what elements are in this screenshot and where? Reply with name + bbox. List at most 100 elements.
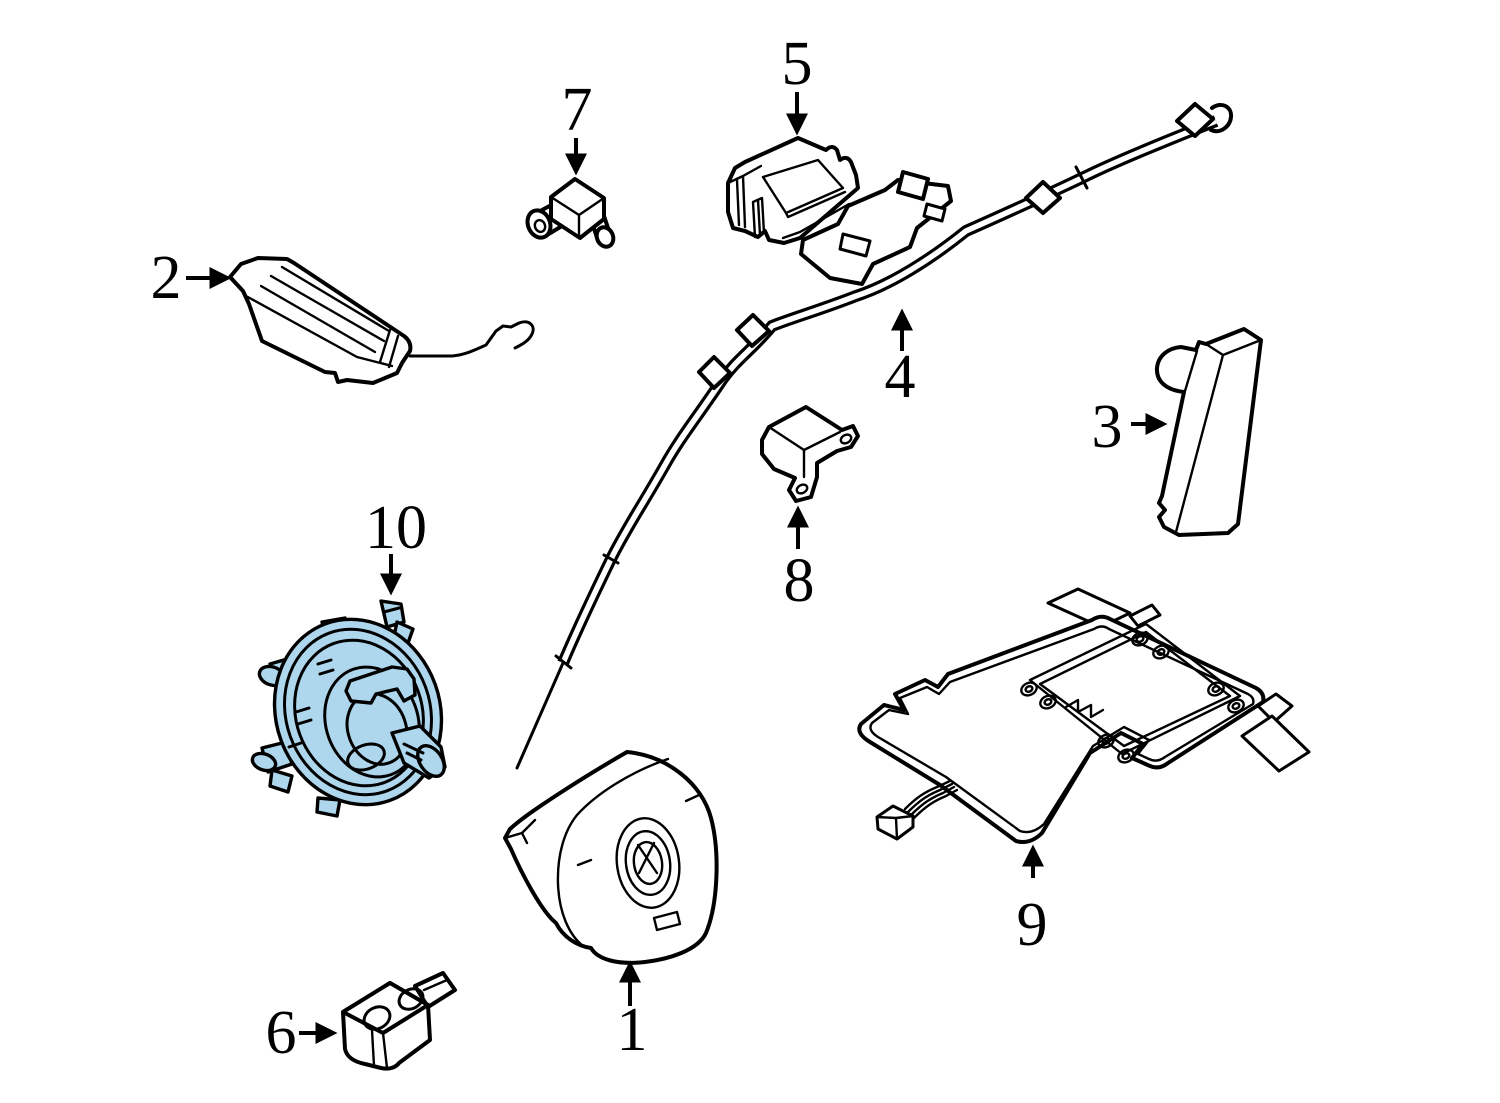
clockspring-rotor [344,665,417,705]
mat-tab [1240,714,1311,773]
rim-tick [316,658,333,666]
rim-tick [287,741,303,749]
module-edge [741,164,763,178]
callout-9-label[interactable]: 9 [1017,891,1048,959]
callout-2[interactable]: 2 [151,244,232,312]
rail-mount-clip [1024,180,1062,215]
callout-7[interactable]: 7 [562,76,593,176]
callouts: 1 2 3 4 5 6 7 8 [151,30,1168,1067]
mat-wire-harness [875,779,959,841]
part-front-impact-sensor[interactable] [524,177,617,249]
rail-mount-clip [697,355,732,390]
callout-1[interactable]: 1 [617,960,648,1064]
part-airbag-control-module[interactable] [726,136,860,245]
part-passenger-airbag[interactable] [228,256,535,385]
housing-fold [520,831,529,845]
grommet [1131,631,1149,647]
sensor-housing [549,177,606,240]
rail-end-hook [1209,103,1234,134]
sensor-seam [381,1031,389,1070]
wire-strand [909,785,956,817]
mat-sensor-panel-inner [1038,630,1232,748]
sensor-port [362,1005,392,1031]
rail-bracket-notch [922,202,947,223]
part-clockspring[interactable] [249,596,467,829]
rim-tick [296,718,313,726]
callout-8[interactable]: 8 [784,505,815,615]
grommet [1231,702,1241,710]
emblem-mid-ring [624,829,672,897]
grommet [1117,748,1135,764]
side-airbag-tab-line [1183,349,1199,393]
module-housing [726,136,860,245]
module-leg-line [756,198,762,237]
callout-6-label[interactable]: 6 [266,999,297,1067]
callout-4-label[interactable]: 4 [885,343,916,411]
callout-1-label[interactable]: 1 [617,996,648,1064]
grommet [1211,685,1221,693]
clockspring-opening [323,665,421,779]
grommet [1039,694,1057,710]
mat-grommets [1020,631,1245,764]
callout-3[interactable]: 3 [1092,393,1168,461]
grommet [1121,752,1131,760]
rail-segment-tick [1074,165,1089,190]
callout-10-label[interactable]: 10 [365,494,427,562]
part-driver-airbag[interactable] [503,750,719,965]
grommet [1101,737,1111,745]
module-base-edge [781,202,851,240]
driver-airbag-outline [503,750,719,965]
cover-badge [652,910,682,932]
module-recess [761,158,845,215]
part-side-airbag[interactable] [1154,327,1263,537]
rail-segment-tick [602,553,620,565]
grommet [1156,648,1166,656]
rail-bracket-clip [896,170,930,201]
grommet [1024,685,1034,693]
clockspring-rim-ticks [287,658,335,749]
callout-7-label[interactable]: 7 [562,76,593,144]
mat-sensor-panel [1028,622,1242,756]
part-side-impact-sensor[interactable] [760,405,860,503]
clockspring-hub-lower [346,742,386,772]
cover-tick [684,793,701,803]
rail-mount-clip [735,313,771,348]
callout-3-label[interactable]: 3 [1092,393,1123,461]
emblem-outer-ring [615,817,681,909]
callout-4[interactable]: 4 [885,308,916,411]
clockspring-foot [268,768,294,794]
clockspring-ring [293,638,425,788]
cover-tick [576,858,593,867]
callout-5-label[interactable]: 5 [782,30,813,98]
airbag-wire [408,320,535,358]
airbag-ridge [259,284,377,354]
connector-slot [405,751,423,762]
callout-6[interactable]: 6 [266,999,338,1067]
connector-slot [402,742,425,755]
clockspring-stub-cap [250,751,278,773]
grommet [1152,644,1170,660]
callout-9[interactable]: 9 [1017,844,1048,959]
grommet [1043,698,1053,706]
sensor-stub-cap-inner [533,218,547,234]
sensor-seam [370,1028,376,1068]
sensor-mount-hole [839,433,853,445]
part-impact-sensor[interactable] [341,971,457,1071]
clockspring-ring [282,627,434,797]
callout-10[interactable]: 10 [365,494,427,596]
sensor-stub-cap [594,225,616,249]
grommet [1227,698,1245,714]
part-head-curtain-airbag[interactable] [515,102,1234,770]
callout-5[interactable]: 5 [782,30,813,136]
part-occupant-sensing-mat[interactable] [857,587,1311,844]
mat-inner-border [869,625,1255,834]
wire-strand [903,779,952,811]
callout-8-label[interactable]: 8 [784,547,815,615]
rail-bracket [799,178,953,286]
emblem-inner-ring [632,840,664,886]
rail-mount-clip [1175,102,1215,138]
mat-trace-zigzag [1064,698,1105,719]
callout-2-label[interactable]: 2 [151,244,182,312]
